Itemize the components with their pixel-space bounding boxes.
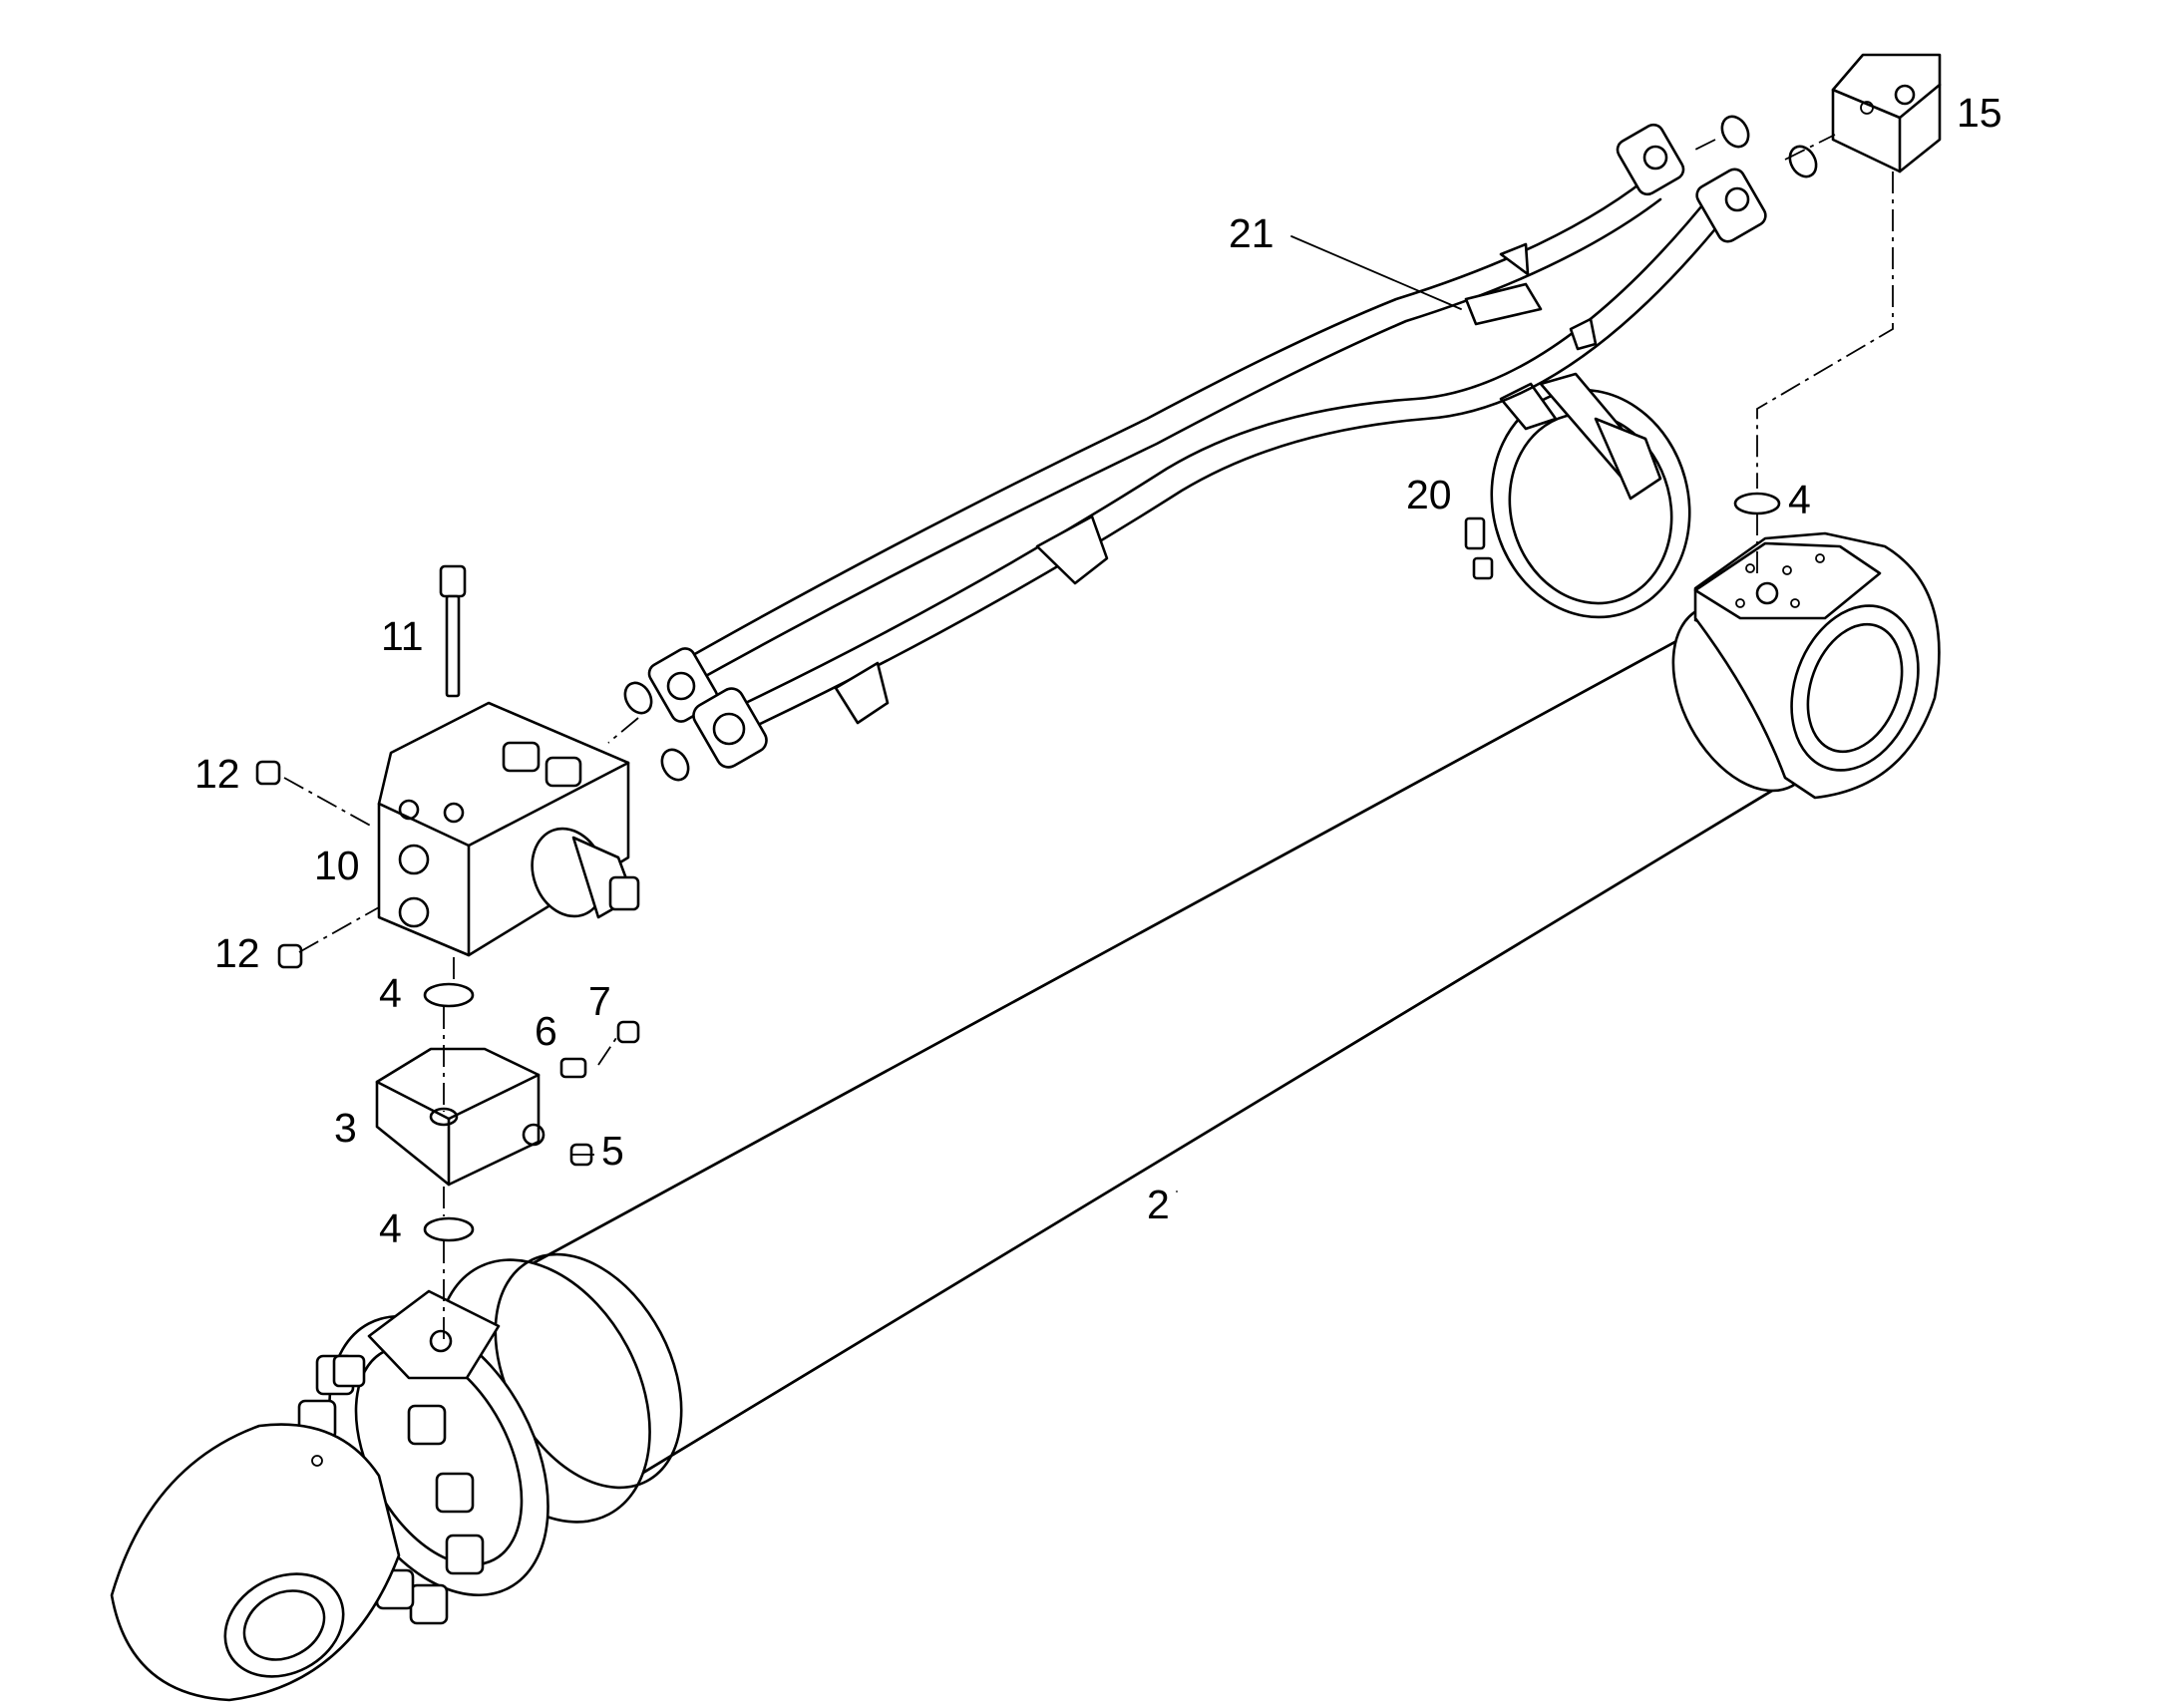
valve-block-10 [377, 701, 640, 957]
o-rings [423, 115, 1818, 1242]
callout-2: 2 [1147, 1182, 1170, 1227]
callout-labels: 15 21 20 4 11 12 10 12 4 7 6 3 5 4 2 [194, 90, 2002, 1251]
callout-21: 21 [1229, 210, 1274, 256]
callout-4-middle: 4 [379, 970, 402, 1016]
callout-12-upper: 12 [194, 751, 240, 797]
restrictor-6 [559, 1057, 587, 1079]
callout-12-lower: 12 [214, 930, 260, 976]
callout-20: 20 [1406, 472, 1452, 517]
cylinder-head-end [110, 1252, 683, 1702]
callout-15: 15 [1957, 90, 2002, 136]
plug-12-upper [255, 760, 281, 786]
callout-3: 3 [334, 1105, 357, 1151]
flange-bolts [297, 1354, 485, 1625]
bolt-11 [439, 564, 467, 698]
plug-12-lower [277, 943, 303, 969]
callout-6: 6 [535, 1008, 557, 1054]
callout-5: 5 [601, 1128, 624, 1174]
callout-7: 7 [588, 978, 611, 1024]
assembly-centerlines [283, 134, 1894, 1341]
callout-4-lower: 4 [379, 1205, 402, 1251]
pipe-clamp [1464, 372, 1691, 619]
cylinder-cap-eye [1693, 531, 1941, 800]
callout-4-upper-right: 4 [1788, 477, 1811, 522]
adapter-block-15 [1831, 53, 1942, 173]
hydraulic-pipes [647, 123, 1767, 769]
callout-10: 10 [314, 843, 360, 888]
callout-11: 11 [381, 613, 424, 659]
leader-21 [1290, 235, 1462, 310]
spacer-block-3 [375, 1047, 545, 1187]
plug-7 [616, 1020, 640, 1044]
